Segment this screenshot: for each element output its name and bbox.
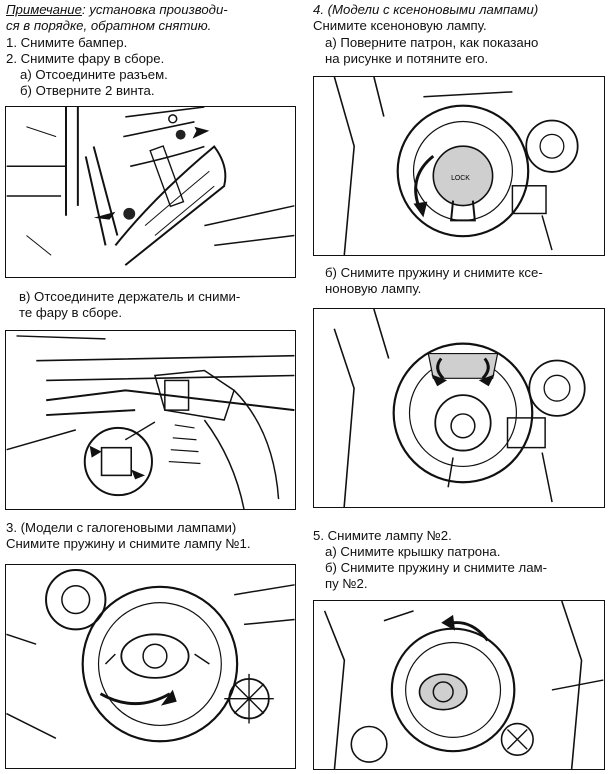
figure-headlamp-screws (5, 106, 296, 278)
step-4-line-2: Снимите ксеноновую лампу. (313, 18, 487, 33)
step-4a-line-2: на рисунке и потяните его. (325, 51, 489, 66)
step-3-line-1: 3. (Модели с галогеновыми лампами) (6, 520, 236, 535)
headlamp-screws-drawing (6, 107, 295, 266)
note-line-2: ся в порядке, обратном снятию. (6, 18, 212, 33)
note-line-1: Примечание: установка производи- (6, 2, 228, 17)
note-text: : установка производи- (81, 2, 228, 17)
step-5a: а) Снимите крышку патрона. (325, 544, 501, 559)
step-2c-line-2: те фару в сборе. (19, 305, 123, 320)
step-2c-line-1: в) Отсоедините держатель и сними- (19, 289, 241, 304)
figure-lamp-2 (313, 600, 605, 770)
step-4a-line-1: а) Поверните патрон, как показано (325, 35, 539, 50)
figure-xenon-spring (313, 308, 605, 508)
step-4-line-1: 4. (Модели с ксеноновыми лампами) (313, 2, 538, 17)
figure-halogen-lamp (5, 564, 296, 769)
figure-holder (5, 330, 296, 510)
step-5b-line-1: б) Снимите пружину и снимите лам- (325, 560, 547, 575)
lock-label: LOCK (451, 175, 470, 182)
step-4-heading: 4. (Модели с ксеноновыми лампами) (313, 2, 539, 17)
lamp-2-drawing (323, 601, 604, 769)
step-2a: а) Отсоедините разъем. (20, 67, 168, 82)
step-2: 2. Снимите фару в сборе. (6, 51, 165, 66)
step-3-line-2: Снимите пружину и снимите лампу №1. (6, 536, 251, 551)
step-5: 5. Снимите лампу №2. (313, 528, 452, 543)
step-5b-line-2: пу №2. (325, 576, 368, 591)
step-1: 1. Снимите бампер. (6, 35, 128, 50)
step-4b-line-2: ноновую лампу. (325, 281, 422, 296)
note-label: Примечание (6, 2, 82, 17)
halogen-lamp-drawing (6, 568, 295, 743)
step-4b-line-1: б) Снимите пружину и снимите ксе- (325, 265, 543, 280)
xenon-socket-drawing: LOCK (333, 77, 579, 255)
figure-xenon-socket: LOCK (313, 76, 605, 256)
holder-drawing (6, 335, 295, 509)
step-2b: б) Отверните 2 винта. (20, 83, 155, 98)
xenon-spring-drawing (333, 309, 586, 507)
step-3-heading: 3. (Модели с галогеновыми лампами) (6, 520, 237, 535)
